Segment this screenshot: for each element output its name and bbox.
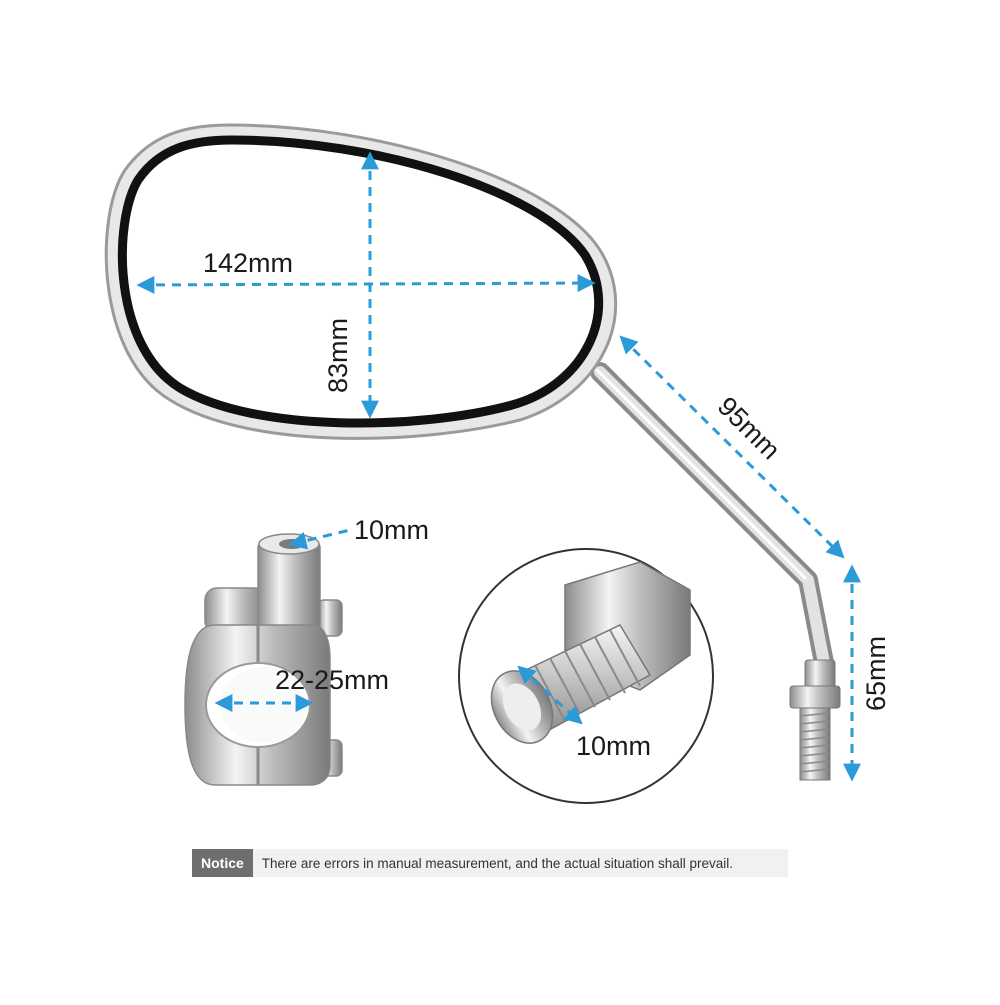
- clamp-range-label: 22-25mm: [275, 665, 390, 695]
- clamp-bolt-label: 10mm: [354, 515, 430, 545]
- notice-bar: Notice There are errors in manual measur…: [192, 849, 788, 877]
- dimension-arrows: [136, 151, 861, 782]
- thread-arrow: [517, 665, 583, 725]
- stem-length-label: 65mm: [861, 635, 892, 712]
- width-arrow: [136, 274, 596, 294]
- handlebar-clamp: [184, 533, 343, 786]
- mirror-head: [104, 123, 618, 440]
- arm-arrow: [619, 335, 845, 559]
- clamp-bolt-arrow: [288, 528, 351, 550]
- notice-tag: Notice: [192, 849, 253, 877]
- notice-text: There are errors in manual measurement, …: [261, 855, 734, 871]
- thread-diameter-label: 10mm: [576, 731, 652, 761]
- stem-bolt: [789, 659, 841, 781]
- mirror-height-label: 83mm: [323, 317, 354, 394]
- thread-detail-inset: [458, 548, 714, 804]
- mirror-width-label: 142mm: [203, 248, 294, 278]
